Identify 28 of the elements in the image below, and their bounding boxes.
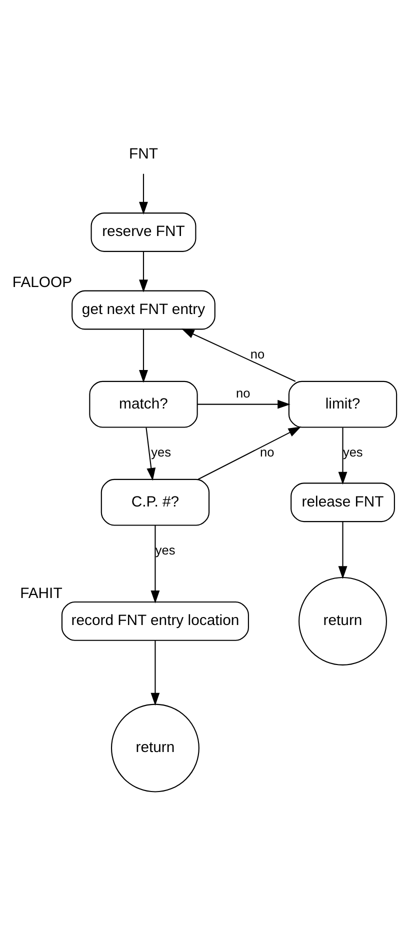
- node-box: C.P. #?: [100, 478, 210, 526]
- node-box: record FNT entry location: [61, 600, 249, 640]
- arrow: [150, 640, 160, 706]
- node-box: get next FNT entry: [72, 290, 216, 330]
- arrow: [197, 399, 290, 408]
- edge-label: yes: [151, 444, 172, 460]
- arrow: [338, 427, 348, 484]
- arrow: [146, 427, 156, 480]
- node-box: reserve FNT: [90, 212, 196, 252]
- edge-label: yes: [155, 542, 176, 558]
- edge-label: no: [260, 444, 274, 460]
- node-box: release FNT: [290, 482, 395, 522]
- node-circle: return: [298, 576, 387, 665]
- node-box: match?: [89, 380, 198, 428]
- node-label: FAHIT: [20, 585, 62, 602]
- arrow: [139, 251, 148, 292]
- node-text: FNT: [129, 146, 158, 162]
- arrow: [181, 328, 296, 382]
- arrow: [139, 173, 148, 214]
- arrow: [139, 328, 148, 382]
- node-circle: return: [110, 703, 200, 792]
- node-label: FALOOP: [12, 274, 72, 290]
- arrow: [338, 521, 348, 578]
- arrow: [150, 524, 160, 603]
- arrow: [198, 426, 302, 480]
- node-box: limit?: [288, 380, 398, 428]
- edge-label: no: [236, 385, 250, 400]
- edge-label: no: [250, 346, 265, 362]
